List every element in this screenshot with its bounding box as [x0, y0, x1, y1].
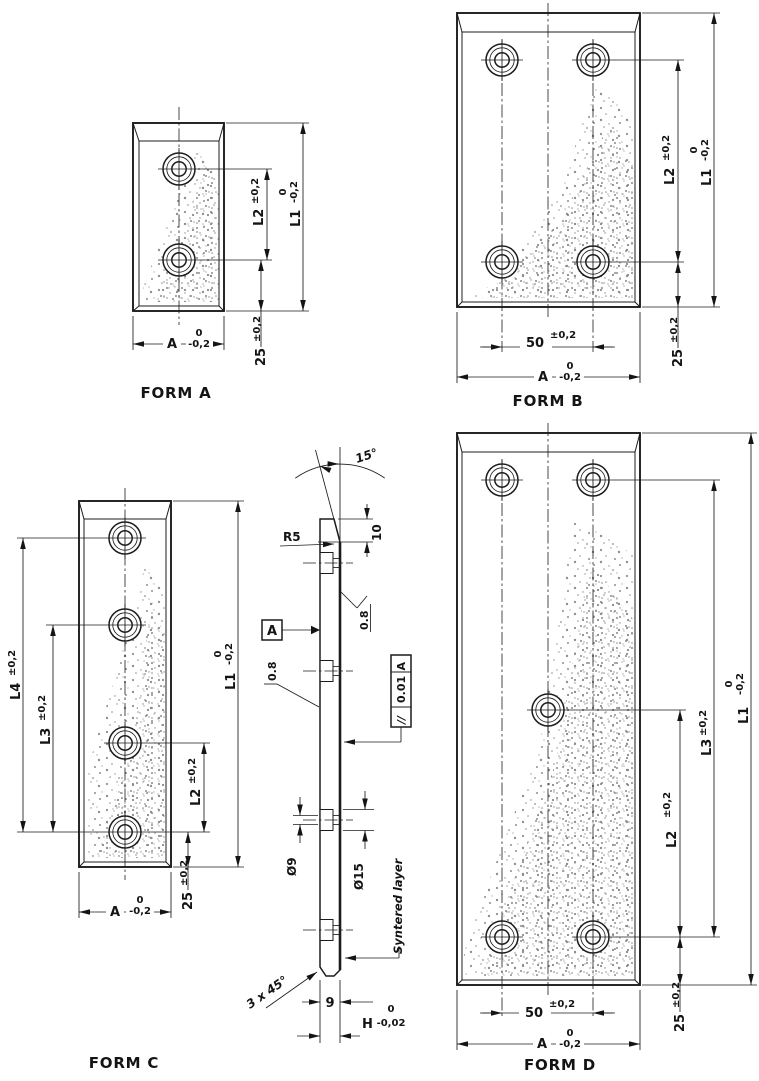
form-d-l3-tol: ±0,2: [698, 710, 709, 736]
section-view: 15° 10 R5 0.8 A 0.8: [244, 446, 412, 1043]
form-d-title: FORM D: [524, 1056, 596, 1074]
parallelism-value: 0.01: [395, 676, 408, 703]
form-b-edge-tol: ±0,2: [669, 317, 680, 343]
form-a-l2-tol: ±0,2: [250, 178, 261, 204]
form-c-view: L4 ±0,2 L3 ±0,2 L2 ±0,2 L1 0 -0,2 25: [7, 488, 244, 1072]
form-b-width-label: A: [538, 370, 548, 385]
form-c-l1-tol-upper: 0: [213, 650, 224, 657]
form-d-l1-label: L1: [737, 707, 752, 724]
form-a-width-tol-lower: -0,2: [188, 339, 210, 350]
form-b-spacing-tol: ±0,2: [550, 330, 576, 341]
datum-a-label: A: [267, 624, 277, 639]
parallelism-symbol: //: [395, 715, 408, 726]
section-layer-note: Syntered layer: [391, 857, 405, 954]
form-c-width-tol-upper: 0: [137, 895, 144, 906]
form-a-width-label: A: [167, 337, 177, 352]
form-b-l1-label: L1: [700, 169, 715, 186]
section-counterbore-dia: Ø15: [352, 863, 366, 890]
form-b-edge-label: 25: [671, 349, 686, 367]
form-c-l4-tol: ±0,2: [7, 650, 18, 676]
form-d-view: L2 ±0,2 L3 ±0,2 L1 0 -0,2 25 ±0,2: [456, 423, 757, 1074]
form-c-l2-label: L2: [189, 789, 204, 806]
form-d-spacing-tol: ±0,2: [549, 999, 575, 1010]
form-a-edge-tol: ±0,2: [252, 316, 263, 342]
form-d-width-label: A: [537, 1037, 547, 1052]
section-h-tol-lower: -0,02: [377, 1018, 406, 1029]
section-h-label: H: [362, 1017, 373, 1032]
form-c-edge-label: 25: [181, 892, 196, 910]
section-roughness-back: 0.8: [266, 662, 279, 682]
form-d-width-tol-upper: 0: [567, 1028, 574, 1039]
form-b-l1-tol-upper: 0: [689, 146, 700, 153]
section-h-tol-upper: 0: [388, 1004, 395, 1015]
form-c-width-label: A: [110, 905, 120, 920]
form-a-l1-label: L1: [289, 210, 304, 227]
form-d-l2-tol: ±0,2: [662, 792, 673, 818]
form-b-l2-tol: ±0,2: [661, 135, 672, 161]
form-a-view: L2 ±0,2 L1 0 -0,2 A 0 -0,2 25 ±0,2 FORM …: [132, 107, 309, 402]
section-plate-body: [319, 518, 341, 977]
form-d-plate-outline: [456, 432, 641, 986]
form-c-l1-tol-lower: -0,2: [224, 643, 235, 665]
form-a-title: FORM A: [140, 384, 211, 402]
section-bevel-depth: 10: [370, 524, 384, 541]
section-fillet-radius: R5: [283, 530, 301, 544]
form-c-title: FORM C: [89, 1054, 160, 1072]
form-c-l4-label: L4: [9, 683, 24, 700]
form-d-width-tol-lower: -0,2: [559, 1039, 581, 1050]
section-roughness-sliding: 0.8: [358, 611, 371, 631]
form-b-view: L2 ±0,2 L1 0 -0,2 25 ±0,2 50 ±0,2: [456, 3, 720, 410]
form-d-edge-tol: ±0,2: [671, 982, 682, 1008]
form-a-l2-label: L2: [252, 209, 267, 226]
form-c-edge-tol: ±0,2: [179, 860, 190, 886]
form-a-width-tol-upper: 0: [196, 328, 203, 339]
form-c-width-tol-lower: -0,2: [129, 906, 151, 917]
parallelism-datum: A: [395, 662, 408, 671]
form-a-l1-tol-upper: 0: [278, 188, 289, 195]
form-c-l3-tol: ±0,2: [37, 695, 48, 721]
form-d-spacing-label: 50: [525, 1006, 543, 1021]
form-d-l1-tol-lower: -0,2: [735, 673, 746, 695]
form-c-l2-tol: ±0,2: [187, 758, 198, 784]
form-a-plate-outline: [132, 122, 225, 312]
form-d-l1-tol-upper: 0: [724, 680, 735, 687]
form-b-l1-tol-lower: -0,2: [700, 139, 711, 161]
form-b-width-tol-upper: 0: [567, 361, 574, 372]
section-hole-dia: Ø9: [285, 857, 299, 876]
form-b-width-tol-lower: -0,2: [559, 372, 581, 383]
form-a-l1-tol-lower: -0,2: [289, 181, 300, 203]
form-b-spacing-label: 50: [526, 336, 544, 351]
section-bevel-angle: 15°: [354, 446, 380, 466]
form-b-title: FORM B: [513, 392, 584, 410]
section-chamfer-note: 3 x 45°: [244, 973, 291, 1012]
form-d-l2-label: L2: [665, 831, 680, 848]
form-c-l1-label: L1: [224, 673, 239, 690]
section-base-thickness: 9: [325, 996, 334, 1011]
form-b-l2-label: L2: [663, 168, 678, 185]
form-a-edge-label: 25: [254, 348, 269, 366]
datum-a-triangle: [311, 625, 320, 635]
form-d-edge-label: 25: [673, 1014, 688, 1032]
form-b-plate-outline: [456, 12, 641, 308]
form-c-l3-label: L3: [39, 728, 54, 745]
form-d-l3-label: L3: [700, 739, 715, 756]
